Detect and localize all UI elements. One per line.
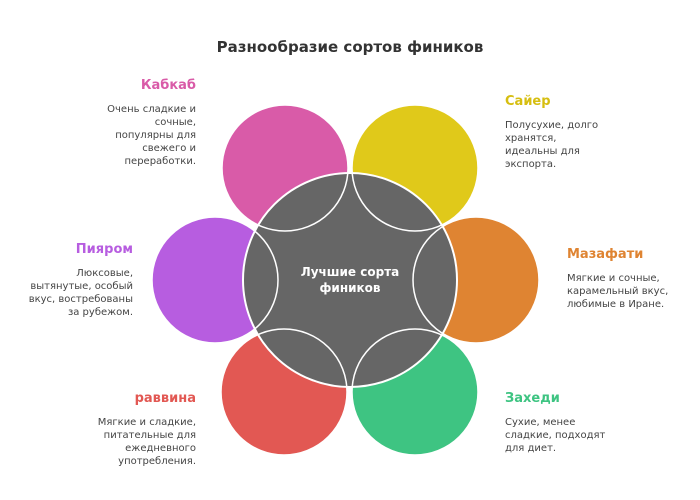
variety-name: раввина: [134, 391, 196, 406]
variety-name: Захеди: [505, 391, 560, 406]
variety-desc: Мягкие и сочные, карамельный вкус, любим…: [567, 273, 669, 310]
variety-name: Кабкаб: [140, 78, 196, 93]
variety-name: Мазафати: [567, 247, 644, 262]
center-circle: [242, 172, 458, 388]
variety-desc: Люксовые, вытянутые, особый вкус, востре…: [28, 268, 133, 318]
diagram-title: Разнообразие сортов фиников: [216, 38, 484, 56]
petal-outline: [351, 104, 479, 232]
variety-name: Сайер: [505, 94, 551, 109]
variety-desc: Сухие, менее сладкие, подходят для диет.: [505, 417, 606, 454]
variety-desc: Очень сладкие и сочные, популярны для св…: [107, 104, 196, 167]
center-label: Лучшие сорта фиников: [300, 265, 400, 295]
petal-outline: [412, 216, 540, 344]
petal-outline: [151, 216, 279, 344]
petal-outline: [221, 104, 349, 232]
variety-name: Пияром: [75, 242, 133, 257]
variety-desc: Полусухие, долго хранятся, идеальны для …: [505, 120, 599, 170]
petal-outline: [351, 328, 479, 456]
petal-outline: [220, 328, 348, 456]
variety-desc: Мягкие и сладкие, питательные для ежедне…: [97, 417, 196, 467]
petal-circle: [152, 217, 278, 343]
